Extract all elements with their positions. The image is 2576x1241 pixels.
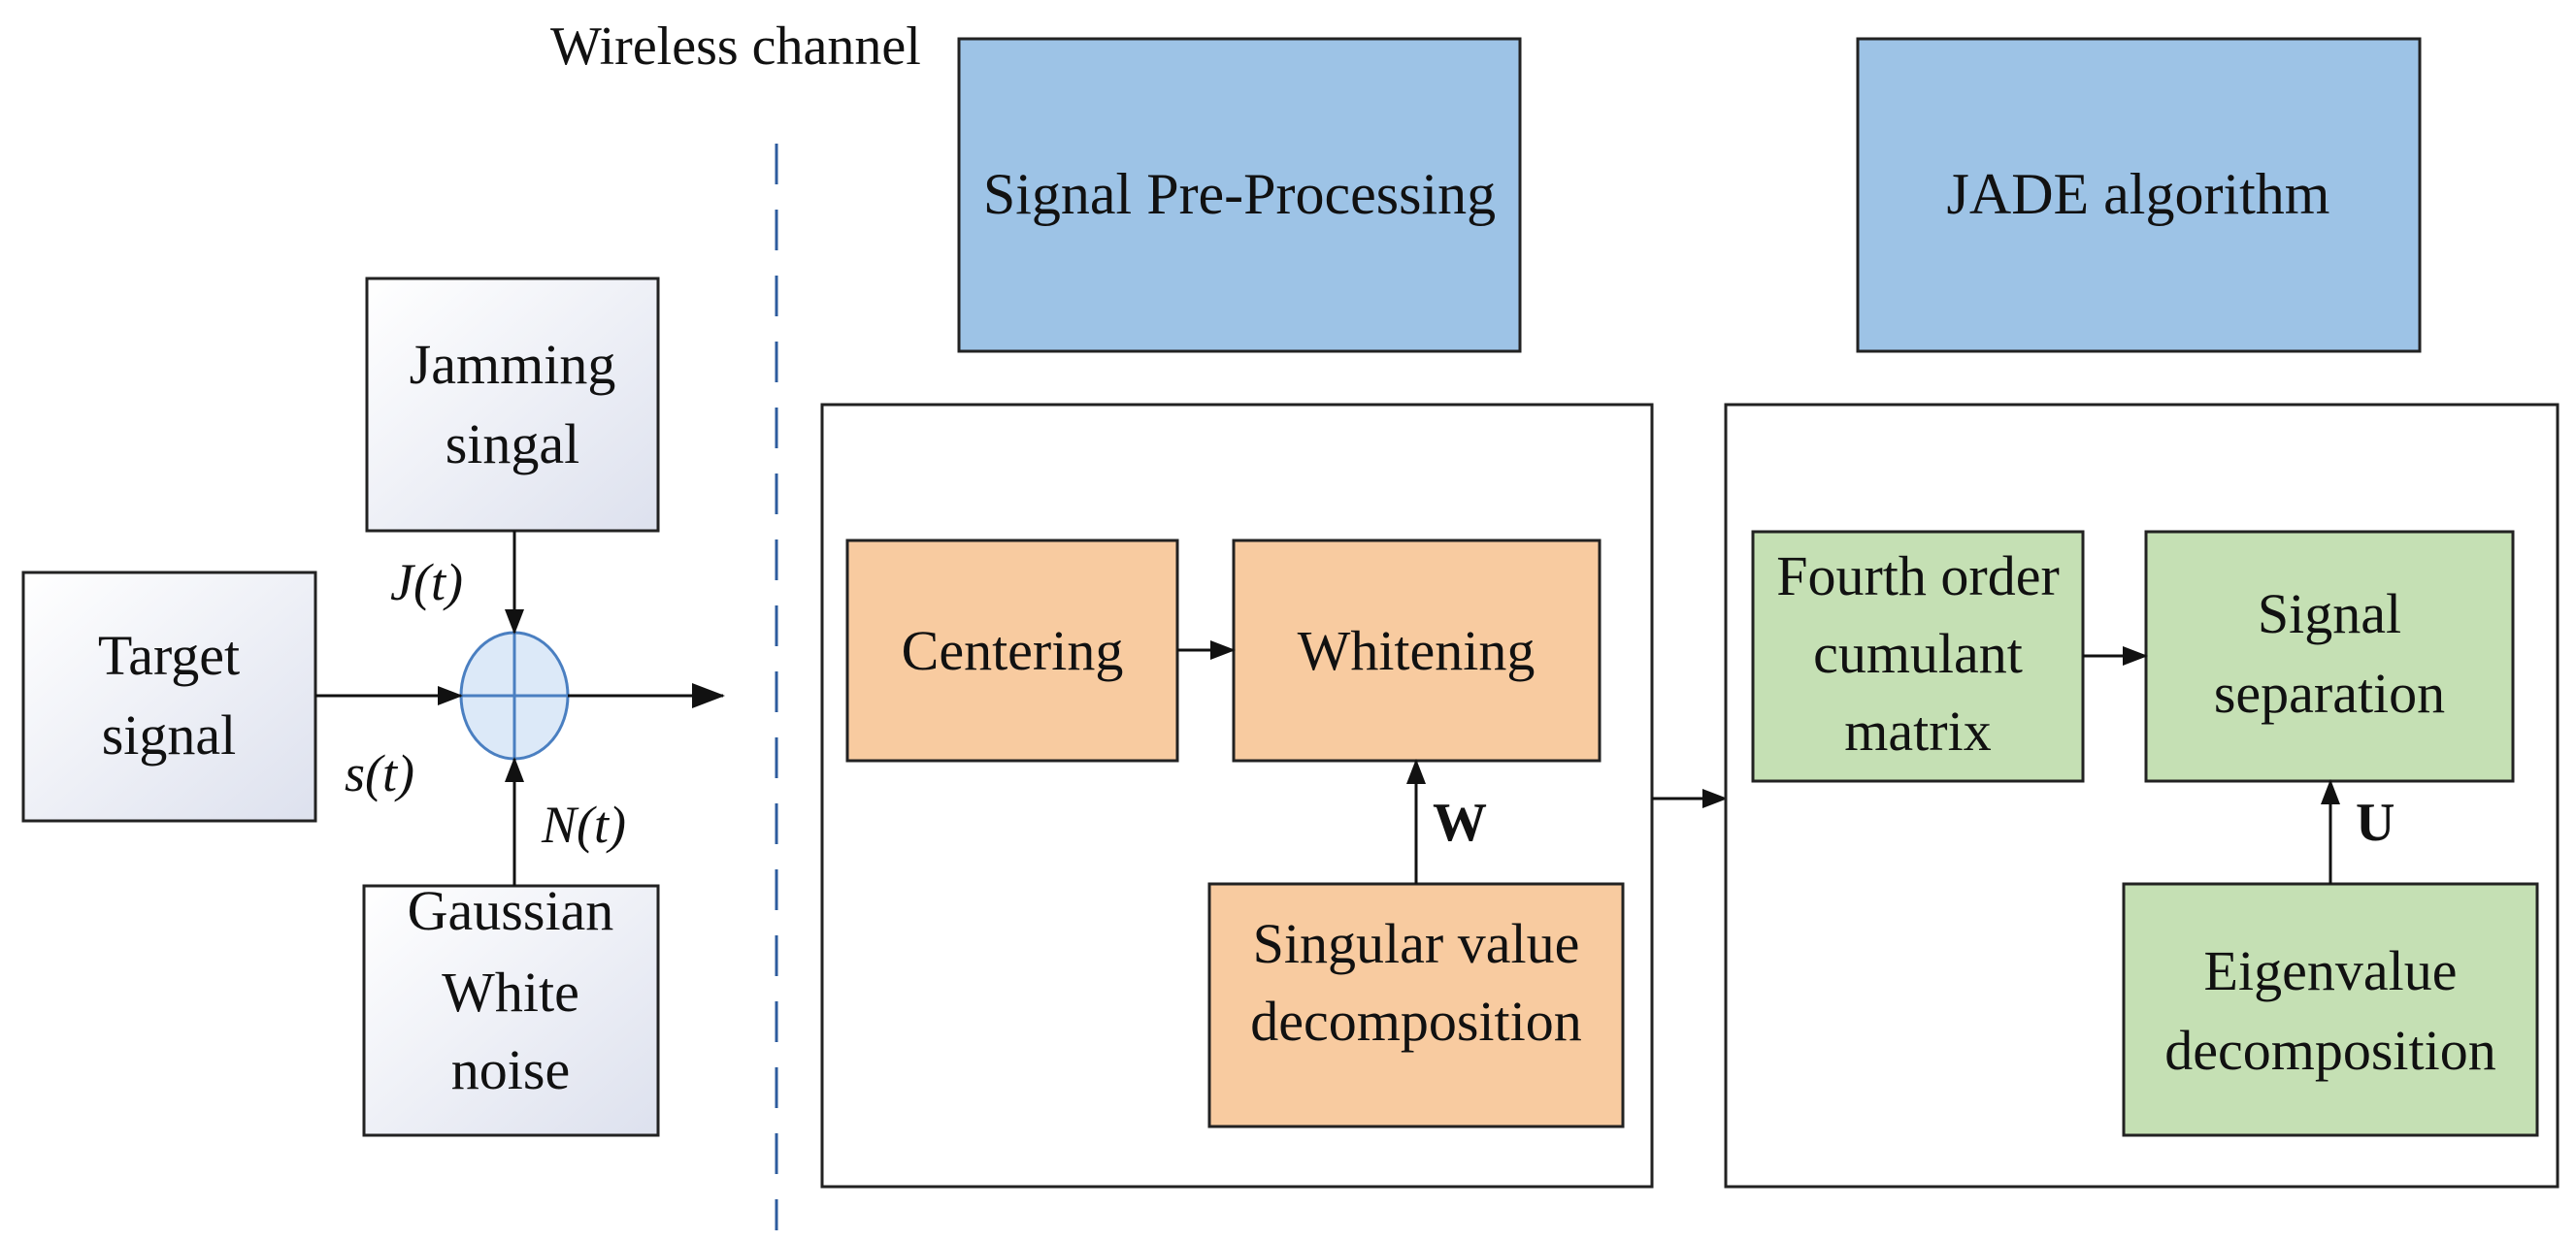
label-n-t: N(t) [541, 796, 626, 854]
eigenvalue-rect [2122, 882, 2539, 1137]
centering-label: Centering [902, 619, 1124, 682]
u-matrix-label: U [2356, 793, 2394, 853]
target-signal-rect [21, 571, 317, 823]
gaussian-noise-box: Gaussian White noise [362, 879, 660, 1137]
label-j-t: J(t) [390, 553, 463, 611]
jamming-signal-line2: singal [446, 412, 580, 475]
eigenvalue-line1: Eigenvalue [2204, 939, 2458, 1002]
jamming-signal-rect [365, 277, 660, 533]
target-signal-box: Target signal [21, 571, 317, 823]
fourth-order-line1: Fourth order [1776, 544, 2060, 607]
eigenvalue-line2: decomposition [2164, 1019, 2496, 1082]
signal-separation-line1: Signal [2258, 582, 2401, 645]
svd-line2: decomposition [1250, 990, 1582, 1053]
label-s-t: s(t) [345, 744, 414, 802]
jamming-signal-line1: Jamming [410, 333, 616, 396]
whitening-box: Whitening [1232, 539, 1602, 763]
whitening-label: Whitening [1298, 619, 1536, 682]
eigenvalue-box: Eigenvalue decomposition [2122, 882, 2539, 1137]
w-matrix-label: W [1433, 793, 1487, 853]
wireless-channel-title: Wireless channel [550, 16, 921, 77]
signal-preprocessing-label: Signal Pre-Processing [983, 162, 1496, 226]
centering-box: Centering [845, 539, 1179, 763]
fourth-order-line3: matrix [1844, 700, 1991, 763]
fourth-order-box: Fourth order cumulant matrix [1751, 530, 2085, 783]
signal-separation-box: Signal separation [2144, 530, 2515, 783]
jade-algorithm-header: JADE algorithm [1856, 37, 2422, 353]
jade-algorithm-rect [1856, 37, 2422, 353]
signal-preprocessing-header: Signal Pre-Processing [957, 37, 1522, 353]
summing-junction [459, 631, 570, 761]
whitening-rect [1232, 539, 1602, 763]
target-signal-line1: Target [98, 624, 240, 687]
signal-separation-rect [2144, 530, 2515, 783]
gaussian-noise-rect [362, 884, 660, 1137]
svd-box: Singular value decomposition [1207, 882, 1625, 1128]
gaussian-noise-line3: noise [451, 1038, 570, 1101]
signal-preprocessing-rect [957, 37, 1522, 353]
jade-algorithm-label: JADE algorithm [1947, 162, 2330, 226]
gaussian-noise-line2: White [442, 961, 579, 1024]
fourth-order-line2: cumulant [1813, 622, 2023, 685]
svd-rect [1207, 882, 1625, 1128]
jamming-signal-box: Jamming singal [365, 277, 660, 533]
signal-separation-line2: separation [2214, 662, 2445, 725]
svd-line1: Singular value [1253, 912, 1580, 975]
target-signal-line2: signal [102, 703, 237, 767]
gaussian-noise-line1: Gaussian [408, 879, 614, 942]
centering-rect [845, 539, 1179, 763]
